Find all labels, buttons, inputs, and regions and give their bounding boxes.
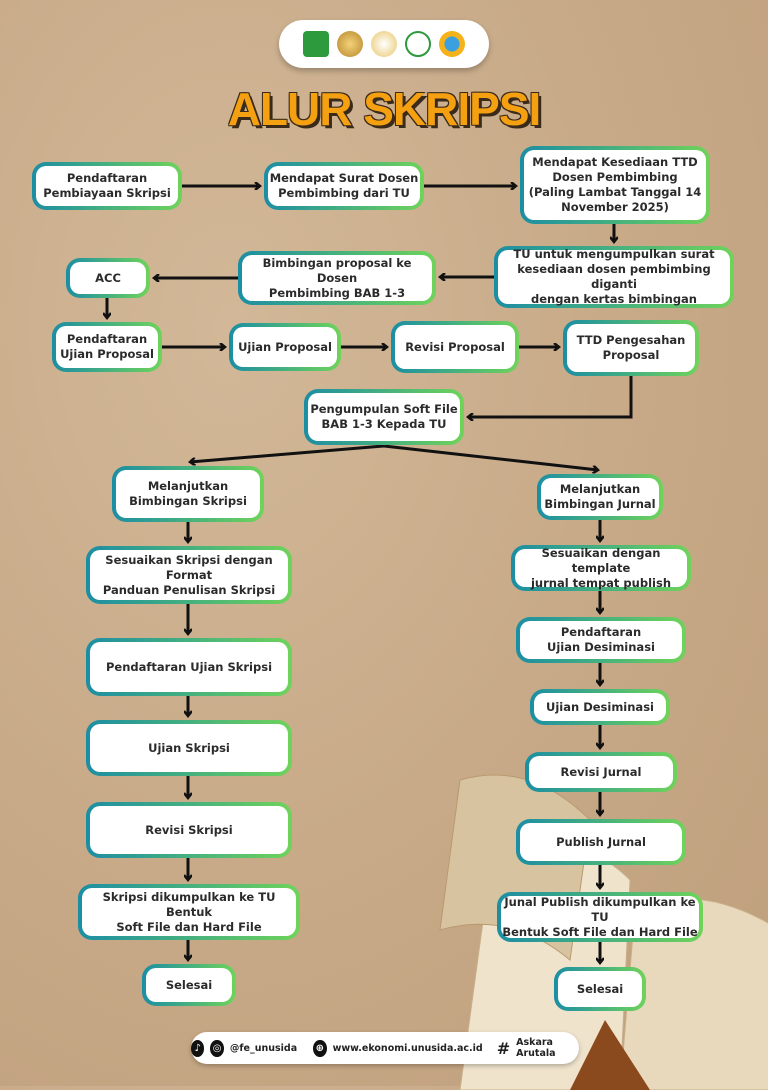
social-handle: @fe_unusida — [229, 1042, 298, 1054]
tiktok-icon[interactable]: ♪ — [191, 1039, 205, 1057]
step-jurnal-dikumpulkan: Junal Publish dikumpulkan ke TU Bentuk S… — [497, 892, 703, 942]
step-pendaftaran-desiminasi: Pendaftaran Ujian Desiminasi — [516, 617, 686, 663]
step-selesai-jurnal: Selesai — [554, 967, 646, 1011]
step-bimbingan-jurnal: Melanjutkan Bimbingan Jurnal — [537, 474, 663, 520]
step-pendaftaran-pembiayaan: Pendaftaran Pembiayaan Skripsi — [32, 162, 182, 210]
step-revisi-skripsi: Revisi Skripsi — [86, 802, 292, 858]
step-skripsi-dikumpulkan: Skripsi dikumpulkan ke TU Bentuk Soft Fi… — [78, 884, 300, 940]
step-publish-jurnal: Publish Jurnal — [516, 819, 686, 865]
step-revisi-proposal: Revisi Proposal — [391, 321, 519, 373]
step-pendaftaran-ujian-skripsi: Pendaftaran Ujian Skripsi — [86, 638, 292, 696]
step-ujian-skripsi: Ujian Skripsi — [86, 720, 292, 776]
step-pendaftaran-ujian-proposal: Pendaftaran Ujian Proposal — [52, 322, 162, 372]
step-kesediaan-ttd: Mendapat Kesediaan TTD Dosen Pembimbing … — [520, 146, 710, 224]
instagram-icon[interactable]: ◎ — [210, 1039, 224, 1057]
klaster-utama-badge-icon — [371, 31, 397, 57]
step-template-jurnal: Sesuaikan dengan template jurnal tempat … — [511, 545, 691, 591]
step-pengumpulan-soft-file: Pengumpulan Soft File BAB 1-3 Kepada TU — [304, 389, 464, 445]
page-title: ALUR SKRIPSI — [227, 83, 542, 135]
footer-bar: ♪ ◎ @fe_unusida ⊕ www.ekonomi.unusida.ac… — [191, 1032, 579, 1064]
arrow-11-19 — [383, 444, 598, 470]
hashtag-text: Askara Arutala — [516, 1037, 556, 1059]
step-ttd-pengesahan: TTD Pengesahan Proposal — [563, 320, 699, 376]
arrow-10-11 — [468, 376, 633, 417]
step-revisi-jurnal: Revisi Jurnal — [525, 752, 677, 792]
logo-bar — [279, 20, 489, 68]
website-link[interactable]: www.ekonomi.unusida.ac.id — [332, 1042, 483, 1054]
pmb-logo-icon — [405, 31, 431, 57]
step-bimbingan-proposal: Bimbingan proposal ke Dosen Pembimbing B… — [238, 251, 436, 305]
unu-logo-icon — [303, 31, 329, 57]
step-acc: ACC — [66, 258, 150, 298]
step-format-skripsi: Sesuaikan Skripsi dengan Format Panduan … — [86, 546, 292, 604]
step-surat-dosen-pembimbing: Mendapat Surat Dosen Pembimbing dari TU — [264, 162, 424, 210]
step-bimbingan-skripsi: Melanjutkan Bimbingan Skripsi — [112, 466, 264, 522]
arrow-11-12 — [190, 444, 385, 462]
hashtag-icon: # — [496, 1038, 511, 1058]
kampus-merdeka-logo-icon — [439, 31, 465, 57]
globe-icon: ⊕ — [313, 1039, 327, 1057]
step-ujian-desiminasi: Ujian Desiminasi — [530, 689, 670, 725]
akreditasi-badge-icon — [337, 31, 363, 57]
step-ujian-proposal: Ujian Proposal — [229, 323, 341, 371]
step-tu-kertas-bimbingan: TU untuk mengumpulkan surat kesediaan do… — [494, 246, 734, 308]
step-selesai-skripsi: Selesai — [142, 964, 236, 1006]
